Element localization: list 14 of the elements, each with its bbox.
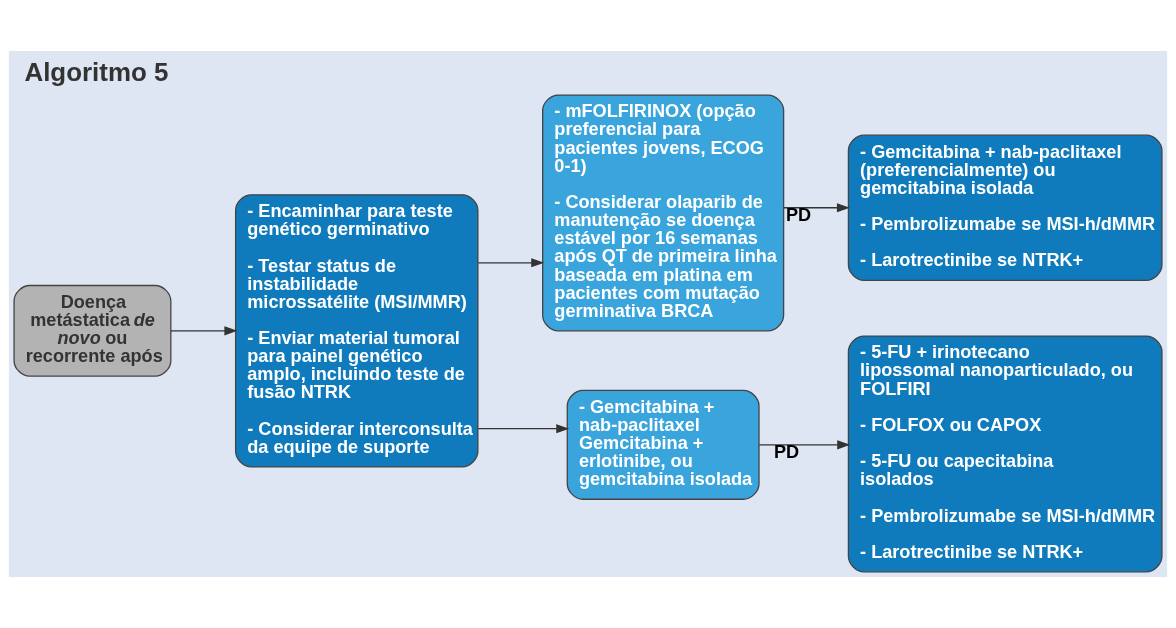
edge-label: PD bbox=[773, 442, 800, 463]
node-box: - 5-FU + irinotecano lipossomal nanoparticulado, ou FOLFIRI - FOLFOX ou CAPOX - 5-FU ou capecitabina isolados - Pembrolizumabe se MSI-h/dMMR - Larotrectinibe se NTRK+ bbox=[847, 335, 1163, 573]
arrow bbox=[783, 203, 850, 213]
diagram-title: Algoritmo 5 bbox=[24, 57, 169, 86]
node-box: - Encaminhar para teste genético germinativo - Testar status de instabilidade microssatélite (MSI/MMR) - Enviar material tumoral para painel genético amplo, incluindo teste de fusão NTRK - Considerar interconsulta da equipe de suporte bbox=[234, 194, 479, 468]
arrow bbox=[477, 258, 545, 268]
node-box: - Gemcitabina + nab-paclitaxel Gemcitabina + erlotinibe, ou gemcitabina isolada bbox=[566, 389, 760, 500]
node-box: Doença metástatica de novo ou recorrente após bbox=[13, 284, 172, 377]
arrow bbox=[170, 326, 238, 336]
node-box: - Gemcitabina + nab-paclitaxel (preferencialmente) ou gemcitabina isolada - Pembrolizumabe se MSI-h/dMMR - Larotrectinibe se NTRK+ bbox=[847, 134, 1163, 281]
arrow bbox=[477, 424, 570, 434]
edge-label: PD bbox=[786, 204, 812, 225]
arrow bbox=[758, 440, 851, 450]
node-box: - mFOLFIRINOX (opção preferencial para pacientes jovens, ECOG 0-1) - Considerar olaparib de manutenção se doença estável por 16 semanas após QT de primeira linha baseada em platina em pacientes com mutação germinativa BRCA bbox=[542, 94, 785, 332]
